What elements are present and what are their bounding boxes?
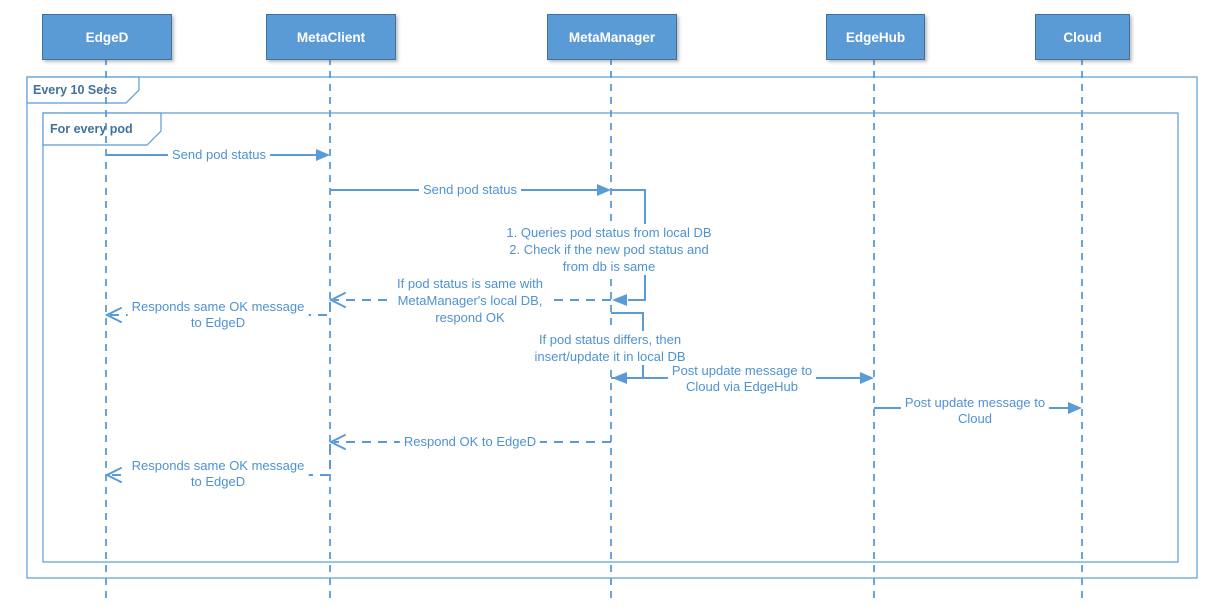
note-text: If pod status differs, then bbox=[538, 332, 682, 347]
frame-every-10-secs-label: Every 10 Secs bbox=[33, 83, 118, 97]
message-text: MetaManager's local DB, bbox=[397, 293, 543, 308]
message-label-respond-ok-to-edged: Respond OK to EdgeD bbox=[399, 434, 541, 450]
message-text: If pod status is same with bbox=[397, 276, 543, 291]
message-label-responds-ok-edged-1: Responds same OK message to EdgeD bbox=[127, 299, 309, 331]
message-label-post-update-cloud: Post update message to Cloud bbox=[900, 395, 1050, 427]
actor-edged: EdgeD bbox=[42, 14, 172, 60]
message-respond-ok-to-edged-arrowhead bbox=[328, 434, 346, 450]
message-label-respond-ok-same: If pod status is same with MetaManager's… bbox=[393, 275, 547, 326]
frame-for-every-pod-label: For every pod bbox=[50, 122, 133, 136]
actor-metamanager: MetaManager bbox=[547, 14, 677, 60]
message-send-pod-status-2-arrowhead bbox=[597, 184, 611, 196]
message-label-post-update-edgehub: Post update message to Cloud via EdgeHub bbox=[667, 363, 817, 395]
frame-every-10-secs-border bbox=[26, 76, 1198, 579]
message-text: Post update message to bbox=[671, 363, 813, 378]
message-text: respond OK bbox=[435, 310, 505, 325]
message-post-update-edgehub-arrowhead bbox=[860, 372, 874, 384]
message-label-send-pod-status-2: Send pod status bbox=[419, 182, 521, 198]
message-post-update-cloud-arrowhead bbox=[1068, 402, 1082, 414]
note-text: 1. Queries pod status from local DB bbox=[506, 225, 712, 240]
message-text: Responds same OK message bbox=[131, 458, 305, 473]
note-text: 2. Check if the new pod status and bbox=[509, 242, 709, 257]
message-text: Send pod status bbox=[172, 147, 266, 162]
message-text: Cloud via EdgeHub bbox=[685, 379, 799, 394]
message-text: Cloud bbox=[958, 411, 992, 426]
message-text: to EdgeD bbox=[190, 315, 246, 330]
actor-edgehub: EdgeHub bbox=[826, 14, 925, 60]
actor-metaclient: MetaClient bbox=[266, 14, 396, 60]
note-pod-status-differs: If pod status differs, then insert/updat… bbox=[530, 331, 690, 365]
note-text: insert/update it in local DB bbox=[534, 349, 686, 364]
message-label-responds-ok-edged-2: Responds same OK message to EdgeD bbox=[127, 458, 309, 490]
message-label-send-pod-status-1: Send pod status bbox=[168, 147, 270, 163]
message-responds-ok-edged-2-arrowhead bbox=[104, 467, 122, 483]
note-text: from db is same bbox=[562, 259, 656, 274]
message-text: Respond OK to EdgeD bbox=[403, 434, 537, 449]
message-respond-ok-same-arrowhead bbox=[328, 292, 346, 308]
self-loop-query-db-arrowhead bbox=[612, 294, 627, 306]
message-text: Responds same OK message bbox=[131, 299, 305, 314]
message-responds-ok-edged-1-arrowhead bbox=[104, 307, 122, 323]
frame-for-every-pod-label-shape bbox=[42, 112, 162, 146]
message-text: to EdgeD bbox=[190, 474, 246, 489]
message-text: Send pod status bbox=[423, 182, 517, 197]
frame-every-10-secs-label-shape bbox=[26, 76, 140, 104]
note-queries-pod-status: 1. Queries pod status from local DB 2. C… bbox=[502, 224, 716, 275]
message-send-pod-status-1-arrowhead bbox=[316, 149, 330, 161]
message-text: Post update message to bbox=[904, 395, 1046, 410]
actor-cloud: Cloud bbox=[1035, 14, 1130, 60]
message-responds-ok-edged-1-line bbox=[110, 302, 331, 316]
